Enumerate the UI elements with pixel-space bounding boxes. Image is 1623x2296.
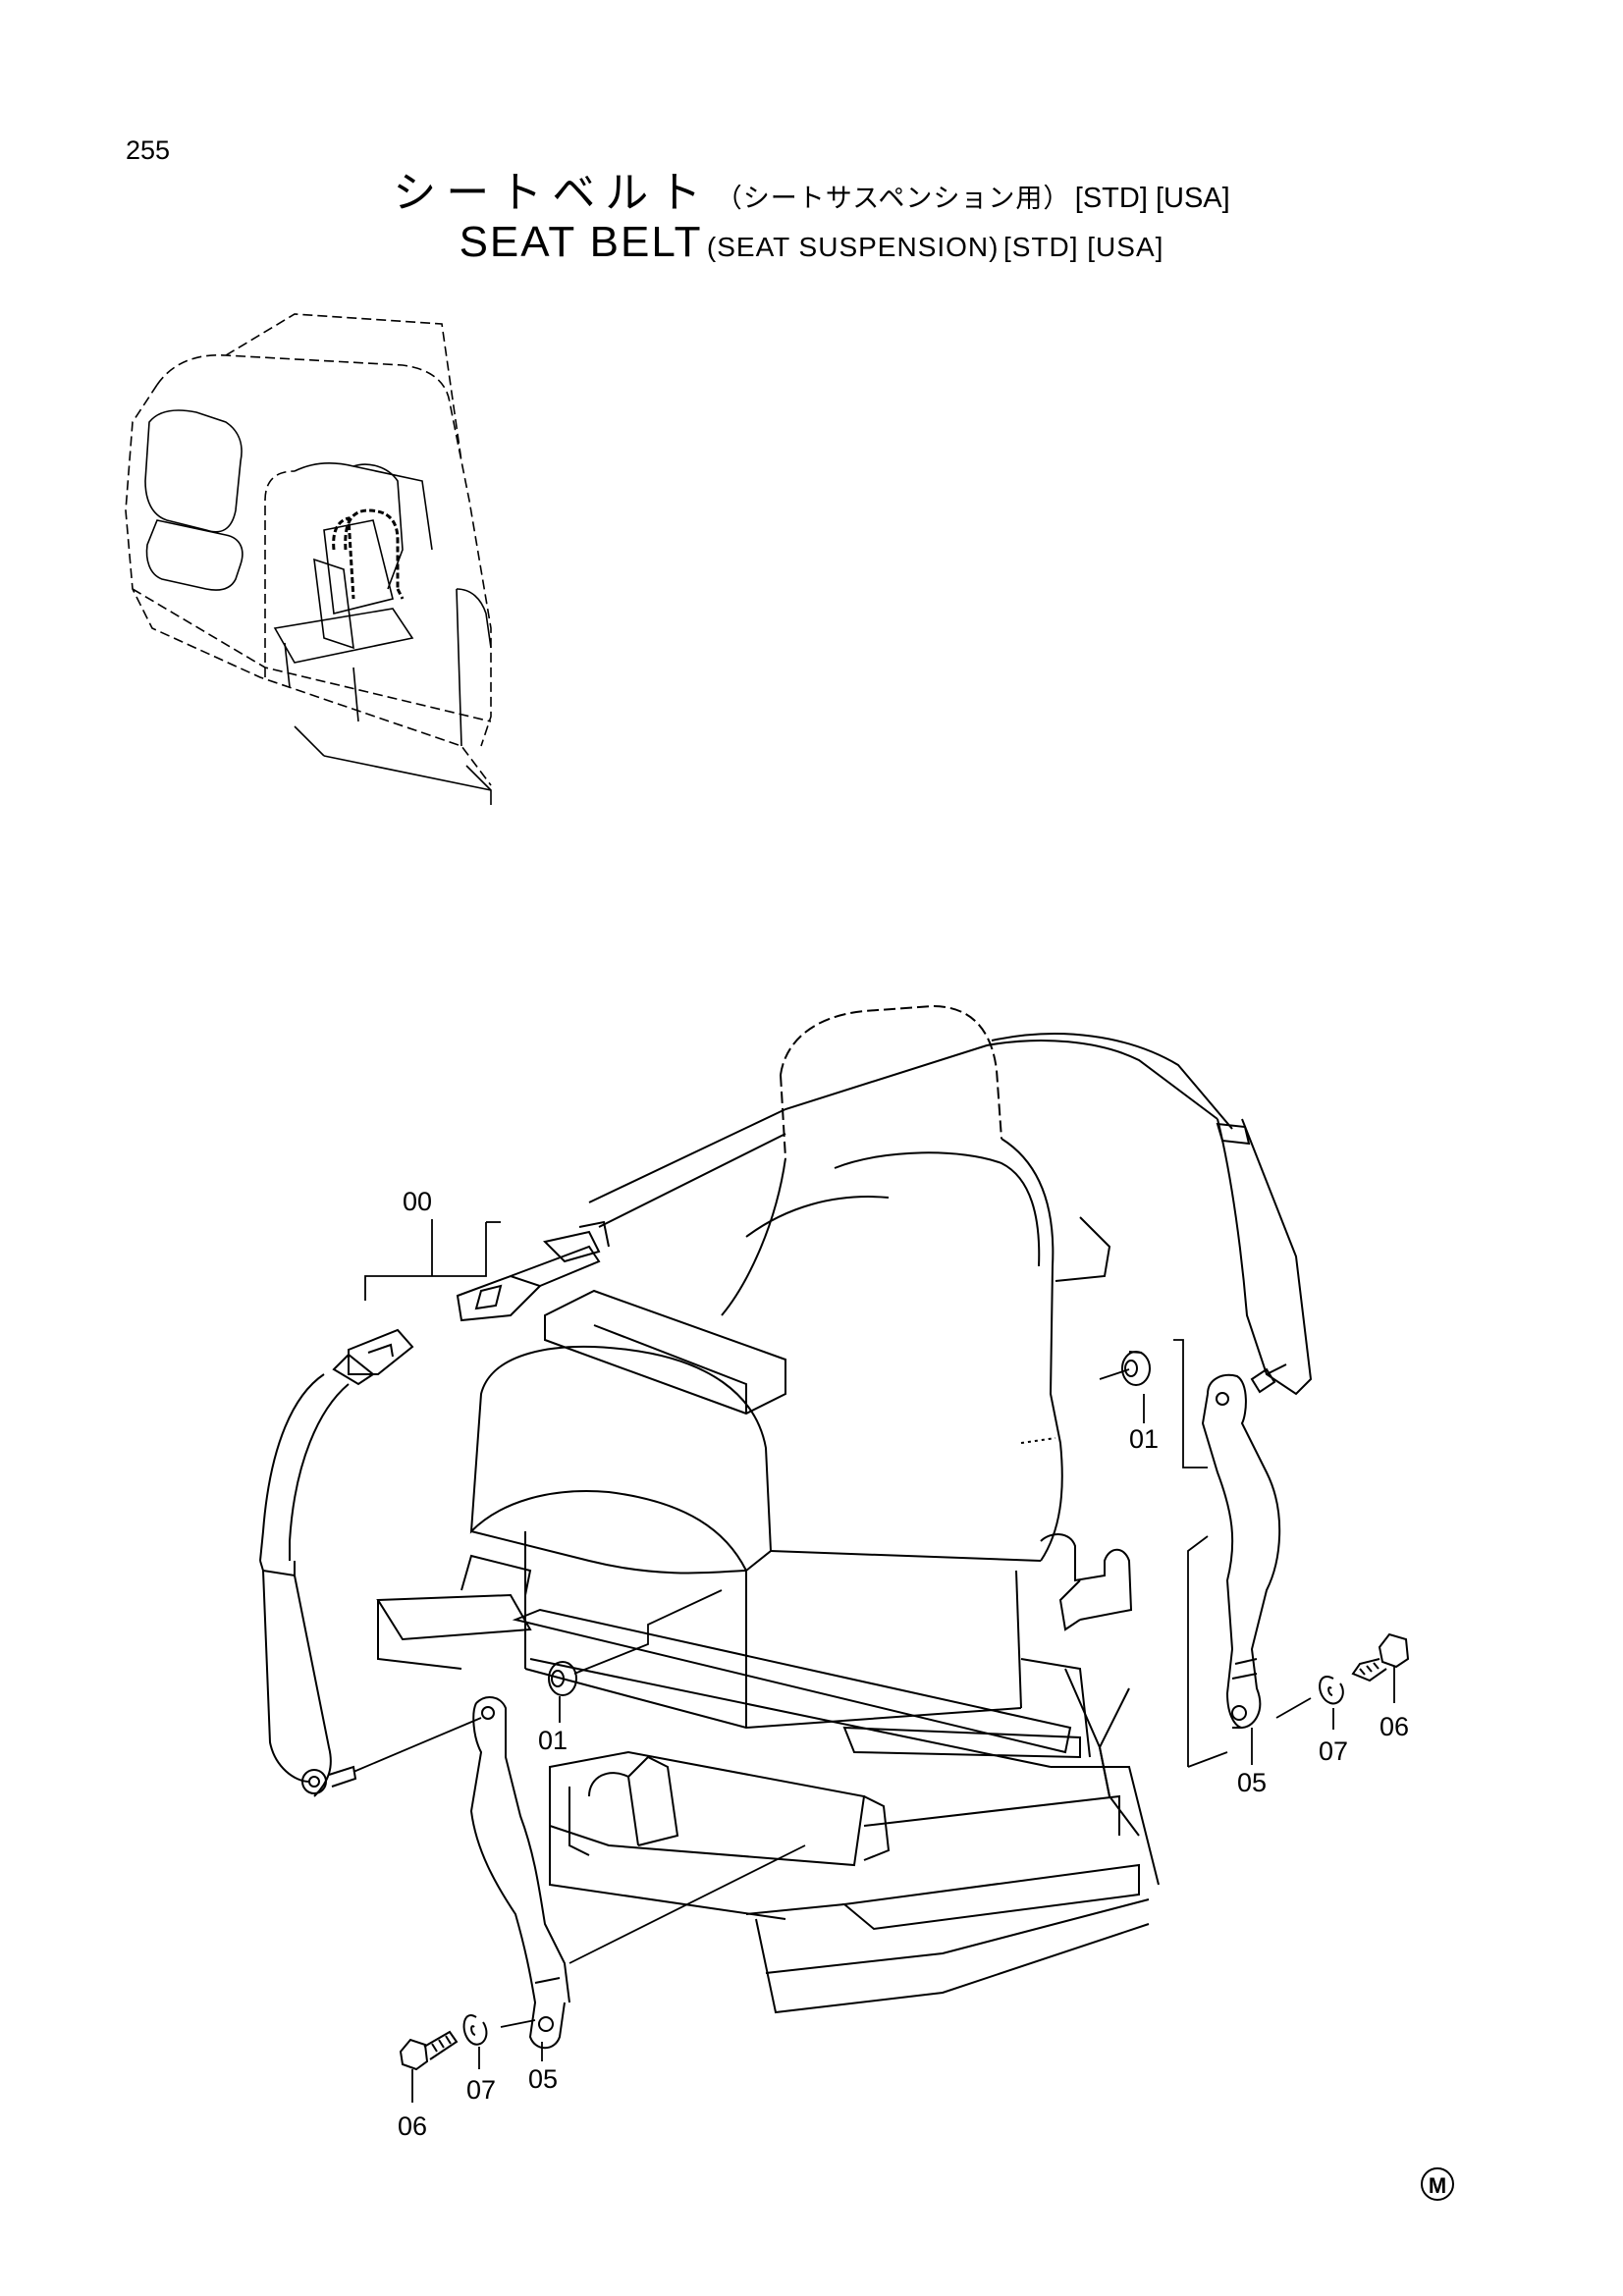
callout-07-left: 07 bbox=[466, 2075, 496, 2105]
callout-05-left: 05 bbox=[528, 2064, 558, 2094]
callout-06-right: 06 bbox=[1380, 1712, 1409, 1741]
callout-05-right: 05 bbox=[1237, 1768, 1267, 1797]
title-en-main: SEAT BELT bbox=[459, 218, 703, 266]
page-number: 255 bbox=[126, 135, 171, 165]
bushing-right bbox=[1121, 1351, 1151, 1386]
seat-assembly bbox=[376, 1004, 1160, 2014]
callout-01-right: 01 bbox=[1129, 1424, 1159, 1454]
seat-belt-webbing bbox=[259, 1033, 1313, 1797]
washer-left bbox=[462, 2014, 488, 2046]
title-japanese: シートベルト （シートサスペンション用） [STD] [USA] bbox=[0, 157, 1623, 220]
washer-right bbox=[1319, 1676, 1344, 1705]
callout-01-left: 01 bbox=[538, 1726, 568, 1755]
left-bracket-strap bbox=[469, 1696, 570, 2050]
title-en-tags: [STD] [USA] bbox=[1002, 232, 1164, 262]
bushing-left bbox=[548, 1661, 577, 1696]
bolt-left bbox=[399, 2030, 459, 2071]
maker-mark-icon: M bbox=[1421, 2167, 1454, 2201]
title-jp-tags: [STD] [USA] bbox=[1074, 183, 1230, 214]
cab-location-inset bbox=[125, 313, 492, 805]
callout-07-right: 07 bbox=[1319, 1736, 1348, 1766]
right-bracket-strap bbox=[1201, 1374, 1281, 1729]
title-en-sub: (SEAT SUSPENSION) bbox=[706, 232, 1000, 262]
inset-belt-highlight bbox=[332, 508, 405, 600]
callout-00: 00 bbox=[403, 1187, 432, 1216]
callout-06-left: 06 bbox=[398, 2111, 427, 2141]
bolt-right bbox=[1351, 1632, 1410, 1682]
title-jp-sub: （シートサスペンション用） bbox=[715, 184, 1071, 214]
leader-lines bbox=[352, 1219, 1395, 2103]
title-jp-main: シートベルト bbox=[393, 168, 712, 218]
title-english: SEAT BELT (SEAT SUSPENSION) [STD] [USA] bbox=[0, 218, 1623, 267]
callout-labels: 00 01 01 05 05 06 06 07 07 bbox=[398, 1187, 1409, 2141]
